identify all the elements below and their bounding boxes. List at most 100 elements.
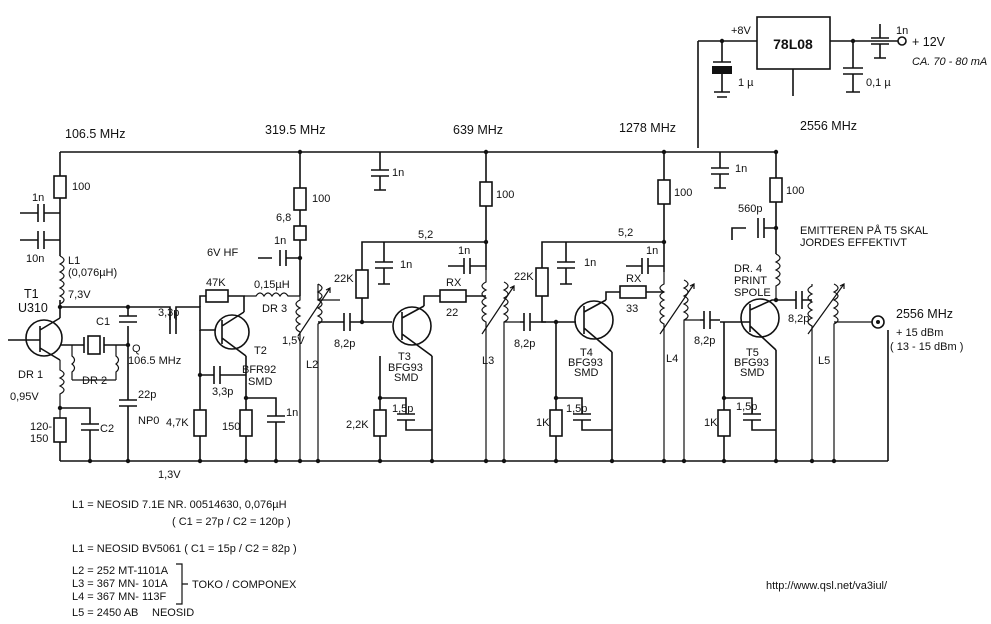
junction <box>661 149 667 155</box>
source-url: http://www.qsl.net/va3iul/ <box>766 580 888 592</box>
note-line-2: JORDES EFFEKTIVT <box>800 237 907 249</box>
cap-15p-t3-label: 1,5p <box>392 403 413 415</box>
l2-coil-b <box>316 283 340 461</box>
rail-cap-2 <box>711 152 729 189</box>
dr3-value: 0,15µH <box>254 279 290 291</box>
cap-82p-3-label: 8,2p <box>514 338 535 350</box>
wire <box>221 311 247 357</box>
stage1-oscillator: 100 1n 10n L1 (0,076µH) 7,3V T1 U310 C1 … <box>8 152 181 461</box>
rx-22 <box>439 289 467 303</box>
cap-15p-t5-label: 1,5p <box>736 401 757 413</box>
cap-82p-5 <box>776 291 812 309</box>
junction <box>359 319 365 325</box>
junction <box>773 458 779 464</box>
wire <box>245 397 285 461</box>
cap-560p <box>757 218 765 238</box>
v52-t3: 5,2 <box>418 229 433 241</box>
np0-label: NP0 <box>138 415 159 427</box>
crystal-freq: 106.5 MHz <box>128 355 181 367</box>
r-source-label: 120- <box>30 421 52 433</box>
output-connector-pin <box>876 320 880 324</box>
junction <box>773 297 779 303</box>
junction <box>773 225 779 231</box>
cap-15p-t4-label: 1,5p <box>566 403 587 415</box>
junction <box>377 458 383 464</box>
cap-1u-label: 1 µ <box>738 77 754 89</box>
junction <box>297 458 303 464</box>
input-terminal <box>897 36 907 46</box>
r-100-t5-label: 100 <box>786 185 804 197</box>
r-68 <box>293 225 307 241</box>
r-100-t3 <box>479 181 493 207</box>
junction <box>681 458 687 464</box>
cap-1n-bypass <box>20 204 60 222</box>
rail-cap-1-label: 1n <box>392 167 404 179</box>
junction <box>609 458 615 464</box>
r-100-t2 <box>293 187 307 211</box>
junction <box>297 149 303 155</box>
wire <box>361 152 487 323</box>
dr3-coil <box>244 292 300 298</box>
c2-label: C2 <box>100 423 114 435</box>
l2-label: L2 <box>306 359 318 371</box>
r-1k-t5-label: 1K <box>704 417 718 429</box>
r100-drain-label: 100 <box>72 181 90 193</box>
junction <box>553 319 559 325</box>
r-150 <box>239 409 253 437</box>
cap-22p <box>119 345 137 461</box>
junction <box>125 458 131 464</box>
junction <box>243 458 249 464</box>
junction <box>377 395 383 401</box>
dr1-choke <box>58 360 65 418</box>
t5-bjt <box>740 298 780 338</box>
drain-voltage: 7,3V <box>68 289 91 301</box>
dr4-coil <box>774 253 781 302</box>
cap-560p-label: 560p <box>738 203 762 215</box>
cap-1n-in <box>871 24 889 59</box>
r-22k-b-t3 <box>373 409 387 437</box>
junction <box>831 458 837 464</box>
stage3-doubler: 100 5,2 22K 1n 1n T3 BFG93 SMD RX 22 2,2… <box>334 149 546 461</box>
hf-voltage: 6V HF <box>207 247 238 259</box>
r-100-t2-label: 100 <box>312 193 330 205</box>
t4-bjt <box>574 300 614 340</box>
regulator-out-label: +8V <box>731 25 752 37</box>
junction <box>773 149 779 155</box>
t4-type: BFG93 <box>568 357 603 369</box>
t5-label: T5 <box>746 347 759 359</box>
v52-t4: 5,2 <box>618 227 633 239</box>
output-freq: 2556 MHz <box>896 307 953 321</box>
input-current-label: CA. 70 - 80 mA <box>912 56 987 68</box>
note-line-1: EMITTEREN PÅ T5 SKAL <box>800 224 928 237</box>
freq-label-4: 1278 MHz <box>619 121 676 135</box>
l1-value: (0,076µH) <box>68 267 117 279</box>
cap-1n-b-t4 <box>626 258 664 274</box>
rx-22-label: 22 <box>446 307 458 319</box>
source-voltage: 0,95V <box>10 391 39 403</box>
r-1k-t4 <box>549 409 563 437</box>
crystal-q <box>87 335 101 355</box>
freq-label-1: 106.5 MHz <box>65 127 125 141</box>
t2-type: BFR92 <box>242 364 276 376</box>
l1-coil <box>58 255 65 305</box>
cap-1n-in-label: 1n <box>896 25 908 37</box>
t4-label: T4 <box>580 347 593 359</box>
r-22k-t4-label: 22K <box>514 271 534 283</box>
l2-tuning <box>297 287 331 337</box>
junction <box>661 458 667 464</box>
rx-33-tag: RX <box>626 273 642 285</box>
r-22k-b-t3-label: 2,2K <box>346 419 369 431</box>
l4-label: L4 <box>666 353 678 365</box>
cap-10n-bypass-label: 10n <box>26 253 44 265</box>
junction <box>197 372 203 378</box>
r-22k-t3 <box>355 269 369 299</box>
stage2-tripler: 3,3p T2 BFR92 SMD 47K 0,15µH DR 3 6V HF … <box>128 149 362 481</box>
t1-label: T1 <box>24 287 39 301</box>
l5-tuning <box>807 283 845 335</box>
wire <box>258 152 301 296</box>
freq-label-3: 639 MHz <box>453 123 503 137</box>
rx-33 <box>619 285 647 299</box>
rail-cap-2-label: 1n <box>735 163 747 175</box>
regulator-section: 78L08 +8V 1 µ 0,1 µ 1n + 12V CA. 70 - 80… <box>697 16 987 148</box>
